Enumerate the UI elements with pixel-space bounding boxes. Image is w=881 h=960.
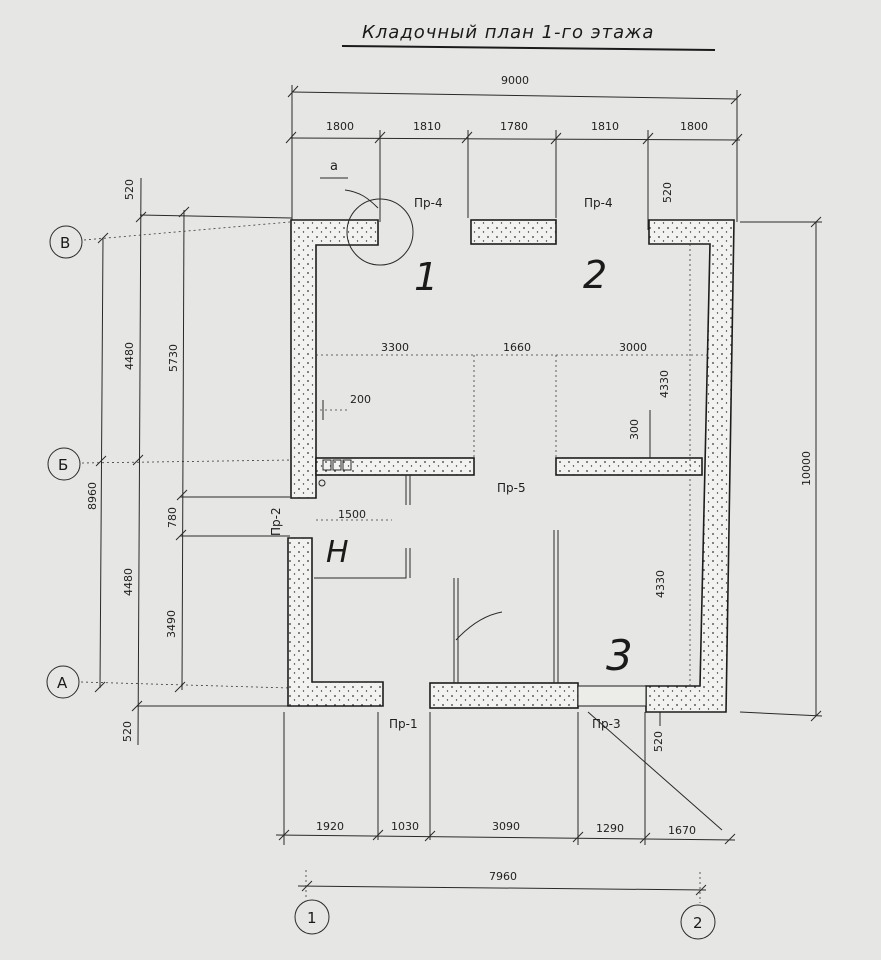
detail-callout-circle bbox=[346, 198, 414, 266]
dim-top-2: 1810 bbox=[413, 120, 441, 133]
dim-left-inner-2: 780 bbox=[166, 507, 179, 528]
inner-lines bbox=[314, 244, 710, 686]
dim-right-4330-upper: 4330 bbox=[658, 370, 671, 398]
detail-callout-label: а bbox=[330, 159, 338, 174]
dim-bottom-3: 3090 bbox=[492, 820, 520, 833]
dim-bottom-total: 7960 bbox=[489, 870, 517, 883]
dim-bottom-2: 1030 bbox=[391, 820, 419, 833]
dim-1500: 1500 bbox=[338, 508, 366, 521]
dim-left-mid-2: 4480 bbox=[122, 568, 135, 596]
right-dimension-chain: 10000 520 520 bbox=[647, 182, 823, 752]
top-dimension-chain: 9000 1800 1810 1780 1810 1800 bbox=[285, 74, 743, 222]
opening-pr4-right: Пр-4 bbox=[584, 196, 613, 210]
dim-room-1660: 1660 bbox=[503, 341, 531, 354]
dim-left-inner-1: 5730 bbox=[167, 344, 180, 372]
wall-bottom-middle bbox=[429, 682, 579, 709]
opening-pr5: Пр-5 bbox=[497, 481, 526, 495]
exterior-walls bbox=[287, 219, 735, 713]
dim-right-4330-lower: 4330 bbox=[654, 570, 667, 598]
opening-pr3: Пр-3 bbox=[592, 717, 621, 731]
partition-b-left bbox=[315, 457, 475, 476]
dim-left-mid-1: 4480 bbox=[123, 342, 136, 370]
dim-top-3: 1780 bbox=[500, 120, 528, 133]
opening-pr1: Пр-1 bbox=[389, 717, 418, 731]
left-dimension-chains: В Б А 8960 4480 4480 520 520 5730 780 34… bbox=[46, 177, 293, 746]
axis-label-a: А bbox=[57, 674, 68, 692]
room-letter-n: Н bbox=[326, 535, 349, 570]
wall-top-pier bbox=[470, 219, 557, 245]
bottom-dimension-chain: 1920 1030 3090 1290 1670 7960 1 2 bbox=[275, 712, 736, 940]
dim-bottom-1: 1920 bbox=[316, 820, 344, 833]
room-number-2: 2 bbox=[583, 253, 607, 297]
dim-top-1: 1800 bbox=[326, 120, 354, 133]
dim-left-outer: 8960 bbox=[86, 482, 99, 510]
dim-wall-top-right: 520 bbox=[661, 182, 674, 203]
dim-partition-300: 300 bbox=[628, 419, 641, 440]
plan-title: Кладочный план 1-го этажа bbox=[362, 22, 654, 43]
dim-room-3000: 3000 bbox=[619, 341, 647, 354]
dim-bottom-5: 1670 bbox=[668, 824, 696, 837]
axis-label-b: Б bbox=[58, 456, 68, 474]
wall-left-upper bbox=[290, 219, 379, 499]
dim-wall-top-left: 520 bbox=[123, 179, 136, 200]
axis-label-2: 2 bbox=[693, 914, 703, 932]
dim-top-total: 9000 bbox=[501, 74, 529, 87]
opening-pr4-left: Пр-4 bbox=[414, 196, 443, 210]
room-number-3: 3 bbox=[606, 631, 633, 680]
dim-left-inner-3: 3490 bbox=[165, 610, 178, 638]
room-number-1: 1 bbox=[414, 255, 438, 299]
dim-right-total: 10000 bbox=[800, 451, 813, 486]
dim-200: 200 bbox=[350, 393, 371, 406]
partition-b-right bbox=[555, 457, 703, 476]
axis-label-1: 1 bbox=[307, 909, 317, 927]
dim-bottom-4: 1290 bbox=[596, 822, 624, 835]
dim-room-3300: 3300 bbox=[381, 341, 409, 354]
title-underline bbox=[341, 45, 716, 51]
dim-top-4: 1810 bbox=[591, 120, 619, 133]
opening-pr2: Пр-2 bbox=[269, 507, 283, 536]
dim-top-5: 1800 bbox=[680, 120, 708, 133]
dim-wall-bottom-left: 520 bbox=[121, 721, 134, 742]
axis-label-v: В bbox=[60, 234, 70, 252]
wall-left-lower bbox=[287, 537, 384, 707]
opening-pr3-sill bbox=[577, 685, 647, 707]
dim-wall-bottom-right: 520 bbox=[652, 731, 665, 752]
